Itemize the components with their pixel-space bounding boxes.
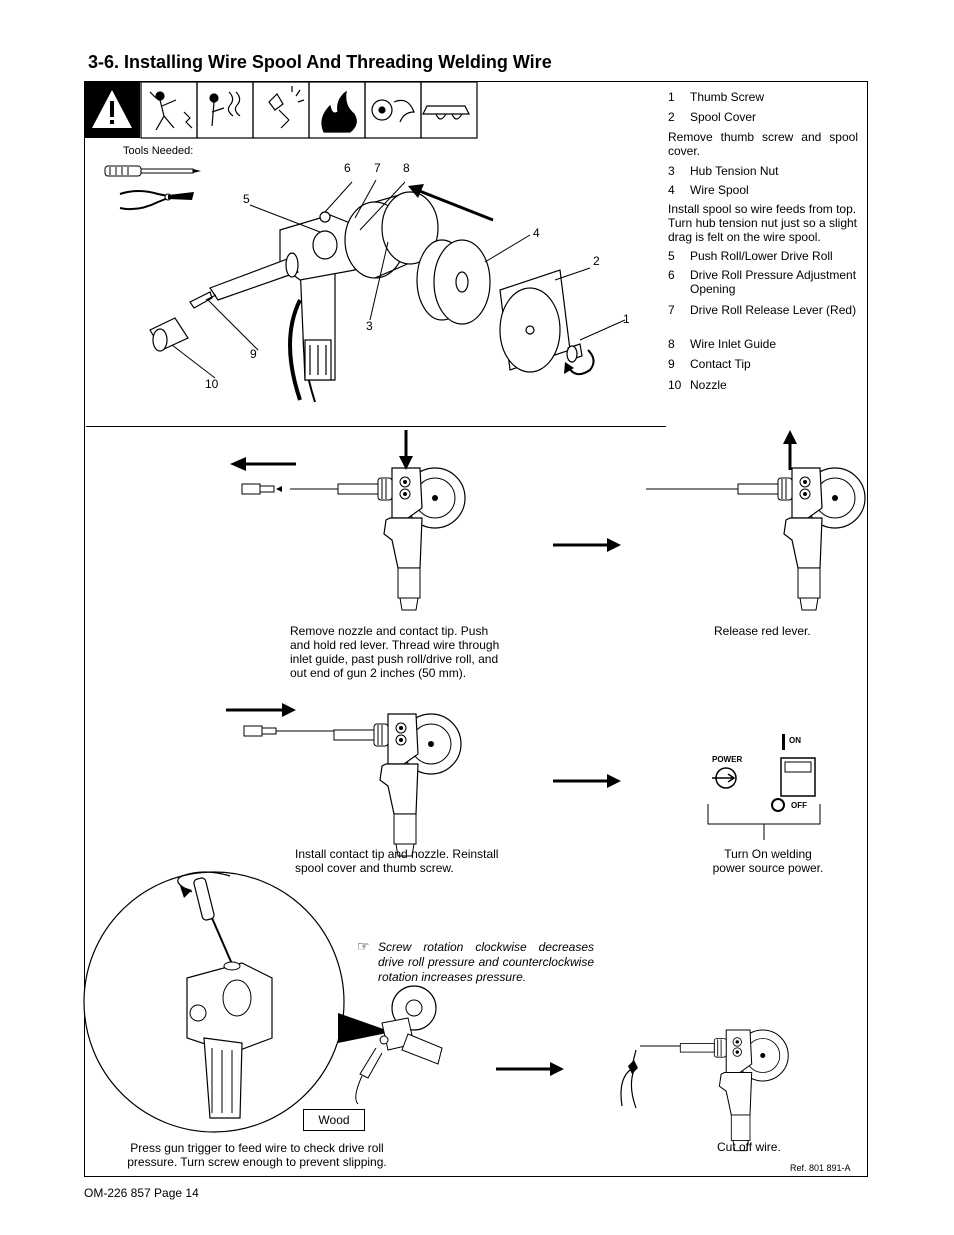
wood-label: Wood bbox=[303, 1109, 365, 1131]
screwdriver-icon bbox=[104, 165, 201, 177]
off-label: OFF bbox=[791, 801, 807, 810]
tip-text: Screw rotation clockwise decreases drive… bbox=[378, 940, 594, 984]
gun-reinstall-illustration bbox=[226, 703, 462, 857]
callout-7: 7 bbox=[374, 161, 381, 175]
step-arrow bbox=[553, 774, 621, 788]
step-5-text: Press gun trigger to feed wire to check … bbox=[127, 1141, 387, 1169]
callout-4: 4 bbox=[533, 226, 540, 240]
callout-9: 9 bbox=[250, 347, 257, 361]
off-mark-icon bbox=[771, 798, 785, 812]
electric-shock-icon bbox=[140, 81, 198, 139]
eye-protection-icon bbox=[420, 81, 478, 139]
screwdriver-icon bbox=[193, 877, 215, 921]
page-footer: OM-226 857 Page 14 bbox=[84, 1186, 199, 1200]
tools-label: Tools Needed: bbox=[123, 145, 194, 157]
step-3-text: Install contact tip and nozzle. Reinstal… bbox=[295, 847, 499, 875]
on-mark-icon bbox=[782, 734, 785, 750]
legend-note-install: Install spool so wire feeds from top. Tu… bbox=[668, 202, 857, 244]
gun-cut-wire-illustration bbox=[620, 1029, 789, 1152]
cutting-pliers-icon bbox=[620, 1049, 637, 1109]
step-arrow bbox=[496, 1062, 564, 1076]
callout-8: 8 bbox=[403, 161, 410, 175]
safety-symbols bbox=[84, 81, 478, 139]
cutting-pliers-icon bbox=[119, 190, 194, 211]
fumes-icon bbox=[196, 81, 254, 139]
power-switch-illustration bbox=[707, 734, 821, 840]
pointing-hand-icon: ☞ bbox=[357, 938, 370, 954]
section-title: 3-6. Installing Wire Spool And Threading… bbox=[88, 52, 552, 72]
step-1-text: Remove nozzle and contact tip. Push and … bbox=[290, 624, 500, 680]
on-label: ON bbox=[789, 736, 801, 745]
step-6-text: Cut off wire. bbox=[717, 1140, 781, 1154]
callout-1: 1 bbox=[623, 312, 630, 326]
divider-line bbox=[86, 426, 666, 427]
step-4-text: Turn On welding power source power. bbox=[712, 847, 824, 875]
step-arrow bbox=[553, 538, 621, 552]
gun-exploded-view bbox=[149, 179, 626, 403]
callout-2: 2 bbox=[593, 254, 600, 268]
gun-threading-illustration bbox=[230, 430, 466, 611]
step-2-text: Release red lever. bbox=[714, 624, 811, 638]
callout-10: 10 bbox=[205, 377, 219, 391]
power-label: POWER bbox=[712, 755, 743, 764]
callout-6: 6 bbox=[344, 161, 351, 175]
arc-rays-icon bbox=[252, 81, 310, 139]
callout-3: 3 bbox=[366, 319, 373, 333]
drive-roll-adjustment-detail bbox=[83, 871, 443, 1133]
legend-note-remove: Remove thumb screw and spool cover. bbox=[668, 130, 858, 158]
gun-release-illustration bbox=[646, 430, 866, 611]
reference-number: Ref. 801 891-A bbox=[790, 1163, 851, 1173]
callout-5: 5 bbox=[243, 192, 250, 206]
